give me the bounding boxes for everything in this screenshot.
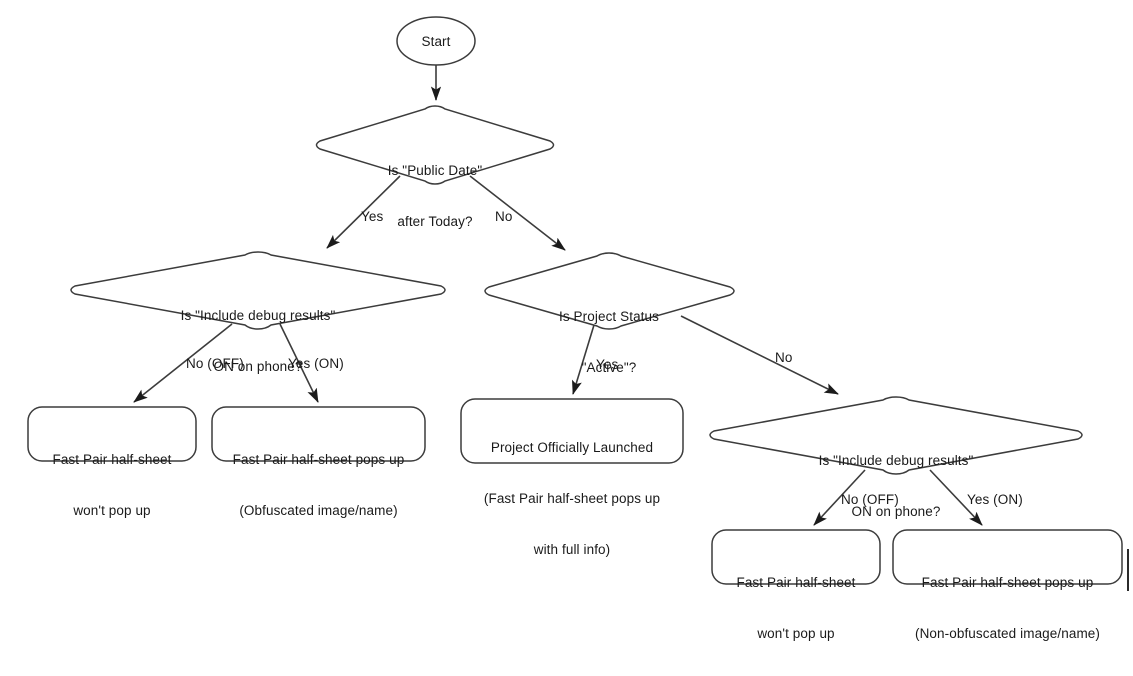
edge-public-date-no — [469, 175, 566, 251]
edge-project-status-yes — [572, 324, 595, 395]
node-no-popup-right-line-2: won't pop up — [757, 626, 835, 641]
node-no-popup-left[interactable] — [27, 406, 197, 462]
node-non-obfuscated[interactable] — [892, 529, 1123, 585]
node-debug-left[interactable] — [70, 251, 446, 330]
edge-label-debug-right-yes: Yes (ON) — [967, 492, 1023, 507]
edge-project-status-no — [680, 315, 839, 395]
node-launched[interactable] — [460, 398, 684, 464]
edge-debug-left-yes — [279, 323, 319, 403]
edge-label-public-date-yes: Yes — [361, 209, 384, 224]
node-no-popup-right[interactable] — [711, 529, 881, 585]
edge-label-debug-right-no: No (OFF) — [841, 492, 899, 507]
node-debug-right[interactable] — [709, 396, 1083, 475]
node-non-obfuscated-line-2: (Non-obfuscated image/name) — [914, 626, 1101, 641]
node-start[interactable] — [396, 16, 476, 66]
edge-debug-right-yes — [929, 469, 983, 526]
edge-label-debug-left-yes: Yes (ON) — [288, 356, 344, 371]
node-obfuscated[interactable] — [211, 406, 426, 462]
edge-debug-left-no — [133, 323, 233, 403]
flowchart-graphics — [27, 16, 1123, 585]
edge-label-project-status-no: No — [775, 350, 793, 365]
edge-public-date-yes — [326, 175, 401, 249]
node-public-date[interactable] — [315, 105, 555, 185]
node-project-status[interactable] — [484, 252, 735, 330]
edge-label-project-status-yes: Yes — [596, 357, 619, 372]
right-edge-artifact — [1127, 549, 1129, 591]
edge-debug-right-no — [813, 469, 866, 526]
edge-label-debug-left-no: No (OFF) — [186, 356, 244, 371]
edge-label-public-date-no: No — [495, 209, 513, 224]
flowchart-canvas: Start Is "Public Date" after Today? Is "… — [27, 16, 1129, 641]
